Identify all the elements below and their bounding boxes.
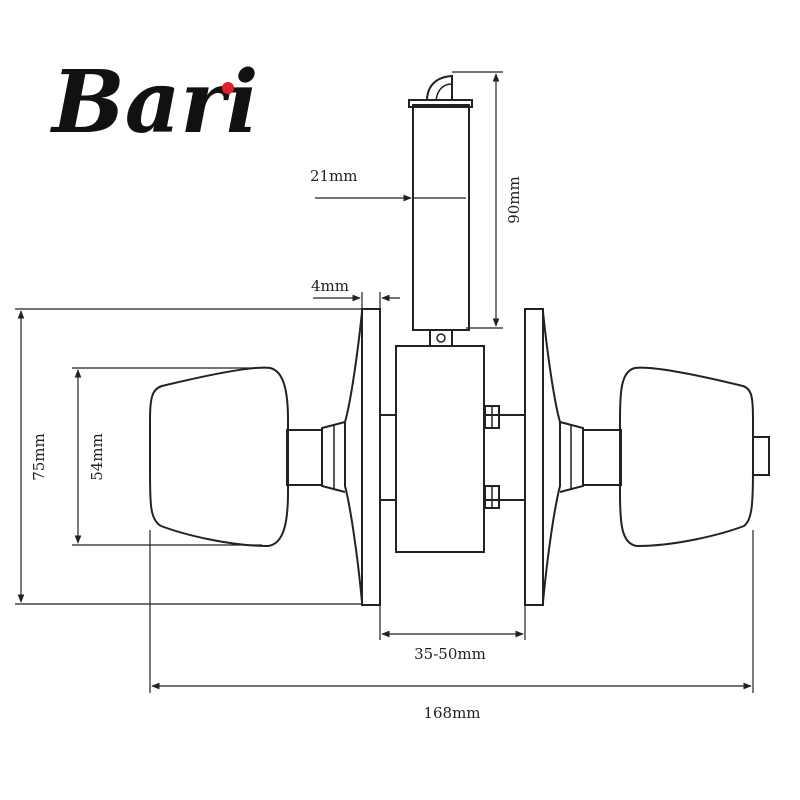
right-rose-plate — [524, 308, 544, 606]
latch-faceplate — [408, 99, 473, 108]
label-knob-height: 54mm — [88, 433, 106, 481]
right-rose — [524, 308, 584, 606]
label-latch-width: 21mm — [310, 167, 358, 185]
right-rose-bell — [542, 311, 561, 603]
lock-chassis — [395, 345, 485, 553]
left-rose-bell — [344, 311, 363, 603]
push-button — [752, 436, 770, 476]
logo-red-dot — [222, 82, 234, 94]
label-latch-length: 90mm — [505, 176, 523, 224]
logo-wordmark: Bari — [49, 52, 258, 153]
latch-tube — [412, 104, 470, 331]
left-spindle — [286, 429, 323, 486]
label-rose-thickness: 4mm — [311, 277, 349, 295]
latch-neck — [429, 329, 453, 347]
left-knob — [149, 366, 289, 548]
brand-logo: Bari — [49, 52, 258, 153]
lockset-outline — [149, 74, 770, 606]
latch-bolt-curve — [426, 74, 453, 102]
label-door-thickness: 35-50mm — [414, 645, 486, 663]
latch-assembly — [408, 74, 473, 347]
label-rose-height: 75mm — [30, 433, 48, 481]
label-total-length: 168mm — [423, 704, 480, 722]
latch-bolt-inner — [435, 83, 453, 102]
dimension-lines — [15, 71, 754, 693]
left-rose-plate — [361, 308, 381, 606]
left-rose — [321, 308, 381, 606]
dimension-labels: 21mm 90mm 4mm 75mm 54mm 35-50mm 168mm — [30, 167, 523, 722]
latch-screw — [436, 333, 446, 343]
right-knob — [619, 366, 754, 548]
right-spindle — [582, 429, 622, 486]
